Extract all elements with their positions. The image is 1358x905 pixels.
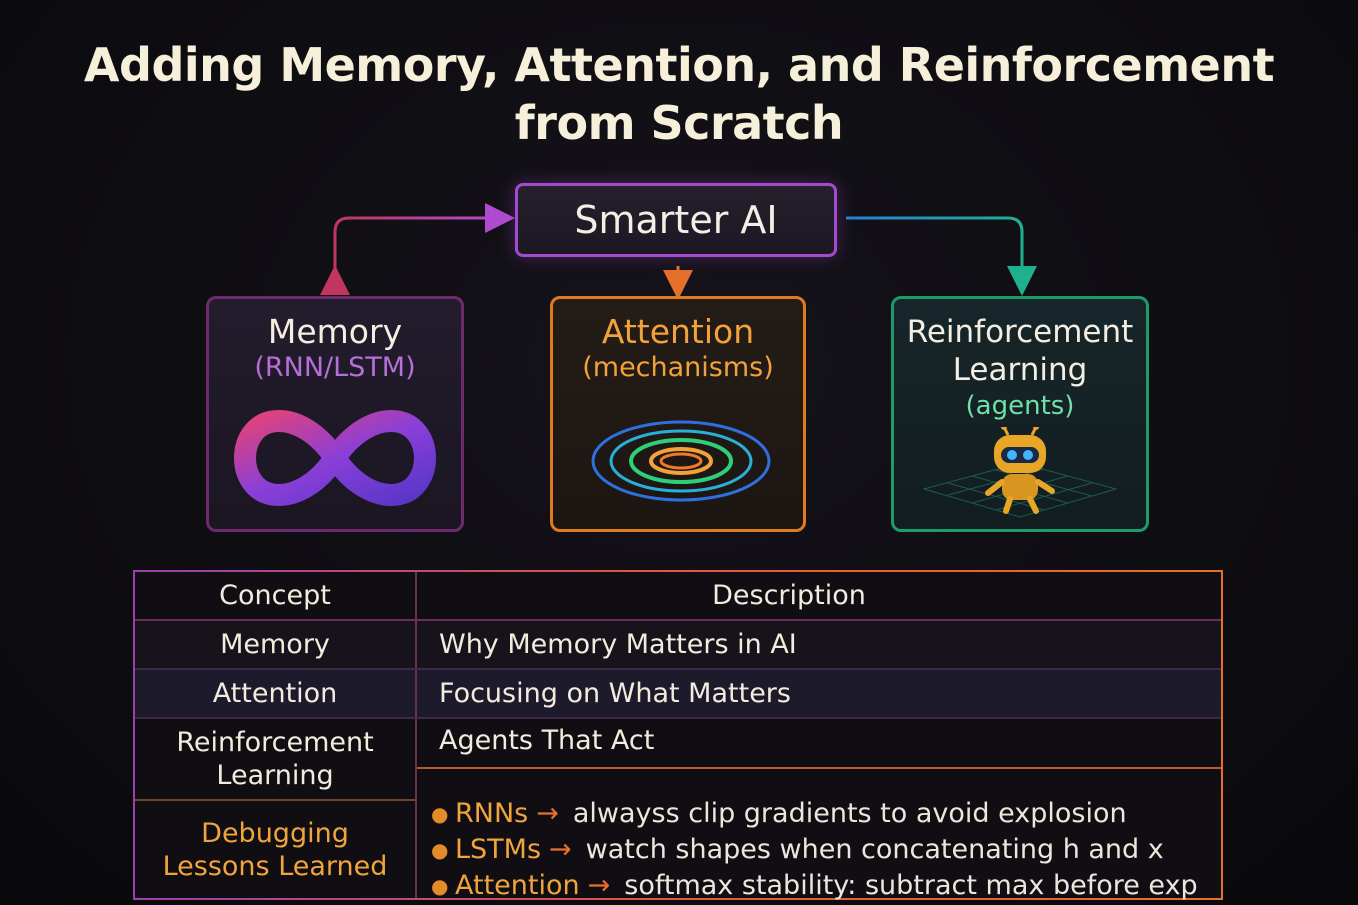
- bullet-key: LSTMs: [455, 833, 542, 865]
- debug-concept-line-2: Lessons Learned: [162, 850, 388, 882]
- debug-bullet-list: ● RNNs → alwayss clip gradients to avoid…: [417, 798, 1221, 901]
- list-item: ● LSTMs → watch shapes when concatenatin…: [431, 832, 1164, 868]
- arrow-memory-hub: [320, 203, 515, 295]
- arrow-hub-rl: [846, 216, 1037, 296]
- table-row-debugging: Debugging Lessons Learned ● RNNs → alway…: [135, 798, 1221, 901]
- card-rl-sub: (agents): [965, 391, 1075, 421]
- card-rl-heading-line-1: Reinforcement: [906, 314, 1134, 350]
- bullet-text: watch shapes when concatenating h and x: [585, 833, 1164, 865]
- title-line-2: from Scratch: [514, 96, 844, 150]
- card-reinforcement-learning: Reinforcement Learning (agents): [891, 296, 1149, 532]
- card-rl-heading: Reinforcement Learning: [894, 299, 1146, 389]
- concept-table: Concept Description Memory Why Memory Ma…: [133, 570, 1223, 901]
- concentric-rings-icon: [553, 411, 803, 515]
- bullet-dot-icon: ●: [431, 837, 449, 862]
- row-concept-line-1: Reinforcement: [176, 727, 374, 758]
- table-row: Memory Why Memory Matters in AI: [135, 621, 1221, 670]
- table-row: Reinforcement Learning Agents That Act: [135, 719, 1221, 801]
- row-concept: Reinforcement Learning: [135, 719, 417, 801]
- table-header-row: Concept Description: [135, 572, 1221, 621]
- row-concept: Attention: [135, 670, 417, 717]
- bullet-text: softmax stability: subtract max before e…: [624, 869, 1198, 901]
- arrow-right-icon: →: [536, 797, 559, 829]
- hub-smarter-ai: Smarter AI: [515, 183, 837, 257]
- header-concept: Concept: [135, 572, 417, 619]
- bullet-key: Attention: [455, 869, 580, 901]
- bullet-text: alwayss clip gradients to avoid explosio…: [572, 797, 1127, 829]
- title-line-1: Adding Memory, Attention, and Reinforcem…: [83, 38, 1275, 92]
- row-concept: Memory: [135, 621, 417, 668]
- card-attention-sub: (mechanisms): [582, 352, 774, 383]
- table-row: Attention Focusing on What Matters: [135, 670, 1221, 719]
- card-attention: Attention (mechanisms): [550, 296, 806, 532]
- list-item: ● RNNs → alwayss clip gradients to avoid…: [431, 796, 1127, 832]
- arrow-right-icon: →: [587, 869, 611, 901]
- page-title: Adding Memory, Attention, and Reinforcem…: [0, 36, 1358, 152]
- robot-icon: [894, 424, 1146, 527]
- row-description: Focusing on What Matters: [439, 678, 791, 709]
- arrow-right-icon: →: [549, 833, 572, 865]
- card-memory-heading: Memory: [267, 312, 403, 351]
- row-description: Agents That Act: [417, 719, 1221, 769]
- hub-label: Smarter AI: [574, 198, 778, 242]
- bullet-dot-icon: ●: [431, 873, 449, 898]
- bullet-dot-icon: ●: [431, 801, 449, 826]
- row-concept-line-2: Learning: [216, 760, 334, 791]
- card-memory: Memory (RNN/LSTM): [206, 296, 464, 532]
- card-attention-heading: Attention: [601, 312, 755, 351]
- debug-concept-line-1: Debugging: [201, 817, 349, 849]
- header-description: Description: [712, 580, 866, 611]
- row-description: Why Memory Matters in AI: [439, 629, 797, 660]
- row-concept-debugging: Debugging Lessons Learned: [135, 801, 417, 898]
- bullet-key: RNNs: [455, 797, 529, 829]
- card-memory-sub: (RNN/LSTM): [254, 352, 416, 383]
- infinity-icon: [209, 403, 461, 517]
- card-rl-heading-line-2: Learning: [952, 352, 1088, 388]
- list-item: ● Attention → softmax stability: subtrac…: [431, 868, 1198, 904]
